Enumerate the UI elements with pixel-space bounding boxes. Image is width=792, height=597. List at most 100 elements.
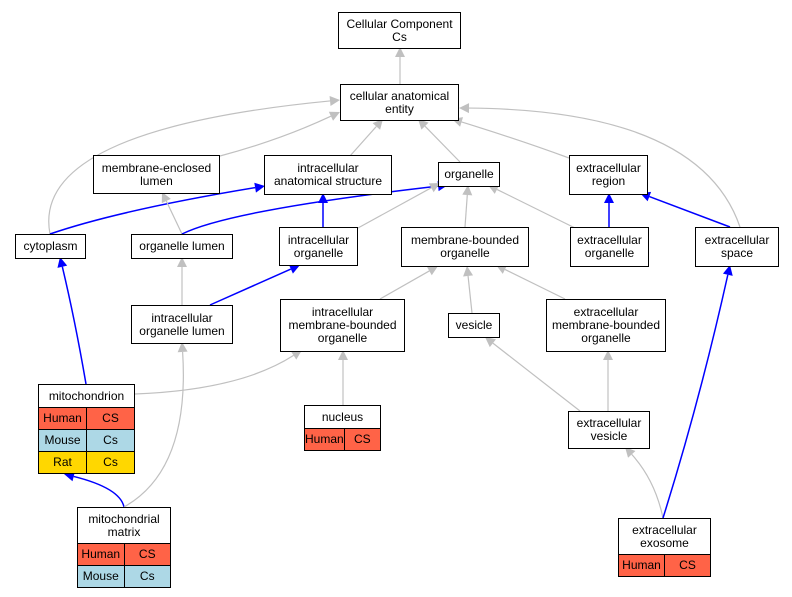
arrowhead-icon xyxy=(338,350,348,360)
species-row-rat: Rat Cs xyxy=(39,451,134,473)
arrowhead-icon xyxy=(57,257,68,268)
term-label: cellular anatomical entity xyxy=(349,88,450,116)
edge-intracellular-membrane-bounded-organelle-to-membrane-bounded-organelle xyxy=(379,270,430,300)
term-node-extracellular-vesicle[interactable]: extracellular vesicle xyxy=(568,411,650,449)
arrowhead-icon xyxy=(722,265,733,276)
arrowhead-icon xyxy=(328,111,340,121)
arrowhead-icon xyxy=(329,95,340,106)
species-name: Human xyxy=(43,411,82,425)
arrowhead-icon xyxy=(463,266,474,277)
arrowhead-icon xyxy=(254,182,265,193)
term-node-organelle[interactable]: organelle xyxy=(438,162,500,187)
term-label: intracellular anatomical structure xyxy=(273,161,383,188)
gene-symbol: Cs xyxy=(123,566,171,587)
term-node-membrane-bounded-organelle[interactable]: membrane-bounded organelle xyxy=(401,227,529,267)
term-node-intracellular-organelle-lumen[interactable]: intracellular organelle lumen xyxy=(131,305,233,344)
term-node-cellular-component[interactable]: Cellular Component Cs xyxy=(338,12,461,49)
term-node-organelle-lumen[interactable]: organelle lumen xyxy=(131,234,233,259)
edge-extracellular-space-to-cellular-anatomical-entity xyxy=(468,107,741,228)
term-node-extracellular-region[interactable]: extracellular region xyxy=(569,155,648,195)
term-node-intracellular-anatomical-structure[interactable]: intracellular anatomical structure xyxy=(264,155,392,195)
term-label: intracellular organelle lumen xyxy=(139,310,225,338)
arrowhead-icon xyxy=(290,350,302,360)
edge-extracellular-membrane-bounded-organelle-to-membrane-bounded-organelle xyxy=(504,268,566,300)
species-name: Mouse xyxy=(44,433,81,447)
edge-cytoplasm-to-cellular-anatomical-entity xyxy=(48,100,331,235)
edge-extracellular-region-to-cellular-anatomical-entity xyxy=(461,121,570,159)
arrowhead-icon xyxy=(603,350,613,360)
arrowhead-icon xyxy=(177,257,187,267)
arrowhead-icon xyxy=(604,193,614,203)
edge-membrane-bounded-organelle-to-organelle xyxy=(464,194,468,228)
term-label: extracellular space xyxy=(704,233,770,260)
term-node-extracellular-membrane-bounded-organelle[interactable]: extracellular membrane-bounded organelle xyxy=(546,299,666,352)
term-label: extracellular region xyxy=(576,161,641,188)
edge-mitochondrial-matrix-to-mitochondrion xyxy=(73,475,125,508)
term-node-extracellular-organelle[interactable]: extracellular organelle xyxy=(570,227,649,267)
term-label: extracellular organelle xyxy=(577,233,642,260)
species-name: Human xyxy=(305,432,344,446)
term-label: membrane-bounded organelle xyxy=(410,233,520,260)
term-node-membrane-enclosed-lumen[interactable]: membrane-enclosed lumen xyxy=(93,155,220,194)
term-label: organelle lumen xyxy=(139,239,225,253)
arrowhead-icon xyxy=(459,103,470,114)
term-label: cytoplasm xyxy=(23,239,78,253)
arrowhead-icon xyxy=(161,192,171,204)
term-node-cytoplasm[interactable]: cytoplasm xyxy=(15,234,86,259)
edge-mitochondrion-to-intracellular-membrane-bounded-organelle xyxy=(134,354,294,395)
edge-mitochondrial-matrix-to-intracellular-organelle-lumen xyxy=(123,351,184,508)
arrowhead-icon xyxy=(372,119,383,130)
term-label: Cellular Component Cs xyxy=(346,16,453,44)
arrowhead-icon xyxy=(177,342,188,353)
arrowhead-icon xyxy=(395,47,405,57)
term-node-intracellular-organelle[interactable]: intracellular organelle xyxy=(279,227,358,266)
term-label: mitochondrial matrix xyxy=(88,511,160,539)
term-node-extracellular-space[interactable]: extracellular space xyxy=(695,227,779,267)
arrowhead-icon xyxy=(318,193,328,203)
gene-symbol: Cs xyxy=(86,452,134,473)
term-label: mitochondrion xyxy=(48,388,125,403)
arrowhead-icon xyxy=(462,185,473,196)
gene-symbol: CS xyxy=(86,408,134,429)
term-label: nucleus xyxy=(321,409,364,424)
term-label: extracellular vesicle xyxy=(576,416,642,443)
term-node-vesicle[interactable]: vesicle xyxy=(448,313,500,338)
species-name: Human xyxy=(81,547,121,561)
edge-extracellular-space-to-extracellular-region xyxy=(649,195,731,228)
edge-cytoplasm-to-intracellular-anatomical-structure xyxy=(49,186,256,235)
gene-symbol: CS xyxy=(123,544,171,565)
arrowhead-icon xyxy=(625,447,636,458)
term-label: intracellular membrane-bounded organelle xyxy=(288,305,397,345)
arrowhead-icon xyxy=(485,337,496,348)
gene-symbol: CS xyxy=(664,555,710,576)
edge-organelle-lumen-to-membrane-enclosed-lumen xyxy=(165,200,183,235)
edge-extracellular-exosome-to-extracellular-space xyxy=(662,274,729,519)
term-node-intracellular-membrane-bounded-organelle[interactable]: intracellular membrane-bounded organelle xyxy=(280,299,405,352)
gene-symbol: CS xyxy=(343,429,380,450)
arrowhead-icon xyxy=(64,471,75,482)
arrowhead-icon xyxy=(426,266,438,276)
edge-extracellular-vesicle-to-vesicle xyxy=(492,342,581,412)
term-label: vesicle xyxy=(455,318,493,332)
species-name: Human xyxy=(622,558,661,572)
species-name: Mouse xyxy=(82,569,119,583)
edge-intracellular-organelle-lumen-to-intracellular-organelle xyxy=(209,268,292,306)
species-name: Rat xyxy=(53,455,72,469)
arrowhead-icon xyxy=(488,184,500,194)
edge-intracellular-anatomical-structure-to-cellular-anatomical-entity xyxy=(349,126,377,157)
arrowhead-icon xyxy=(496,264,508,274)
edge-vesicle-to-membrane-bounded-organelle xyxy=(467,275,473,314)
arrowhead-icon xyxy=(428,183,440,193)
edge-extracellular-organelle-to-organelle xyxy=(496,188,576,229)
term-node-cellular-anatomical-entity[interactable]: cellular anatomical entity xyxy=(340,84,459,121)
term-label: extracellular exosome xyxy=(632,522,697,550)
